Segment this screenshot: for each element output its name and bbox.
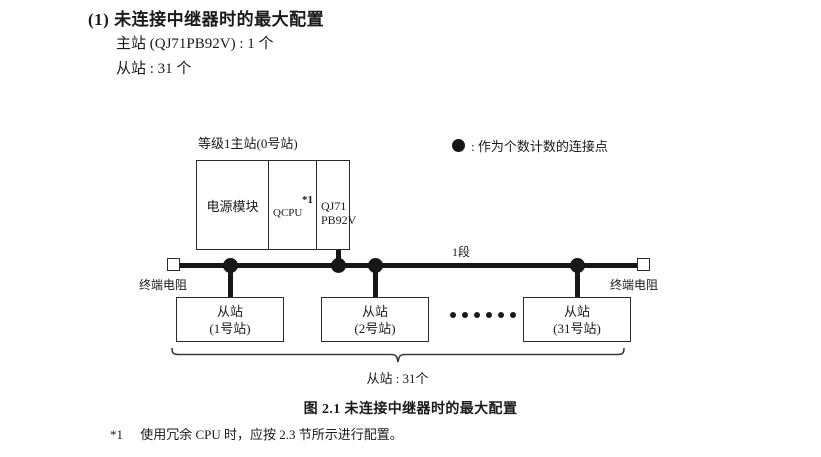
slave-brace-caption: 从站 : 31个 bbox=[366, 371, 429, 386]
terminal-resistor-right-label: 终端电阻 bbox=[610, 278, 659, 292]
footnote-marker: *1 bbox=[110, 427, 123, 442]
rack-cell-network-module: QJ71 PB92V bbox=[317, 161, 356, 249]
filled-circle-icon bbox=[452, 139, 465, 152]
master-rack: 电源模块 QCPU *1 QJ71 PB92V bbox=[196, 160, 356, 250]
slave-ellipsis-icon bbox=[450, 312, 516, 318]
slave-1-station: (1号站) bbox=[209, 320, 251, 336]
terminal-resistor-right-icon bbox=[637, 258, 650, 271]
slave-station-box-31: 从站 (31号站) bbox=[523, 297, 631, 342]
cpu-label: QCPU bbox=[273, 207, 303, 219]
power-module-label: 电源模块 bbox=[206, 198, 259, 214]
drop-line-slave-2 bbox=[373, 265, 378, 298]
drop-line-slave-31 bbox=[575, 265, 580, 298]
rack-cell-power-module: 电源模块 bbox=[197, 161, 269, 249]
network-module-label-line1: QJ71 bbox=[321, 199, 347, 213]
connection-point-dot-slave-1 bbox=[223, 258, 238, 273]
rack-cell-cpu: QCPU *1 bbox=[269, 161, 317, 249]
slave-2-name: 从站 bbox=[361, 303, 388, 319]
spec-master-count: 主站 (QJ71PB92V) : 1 个 bbox=[116, 36, 274, 52]
page-title: (1) 未连接中继器时的最大配置 bbox=[88, 8, 728, 32]
slave-station-box-2: 从站 (2号站) bbox=[321, 297, 429, 342]
legend: : 作为个数计数的连接点 bbox=[452, 136, 608, 155]
slave-31-station: (31号站) bbox=[553, 320, 601, 336]
drop-line-slave-1 bbox=[228, 265, 233, 298]
legend-text: : 作为个数计数的连接点 bbox=[471, 139, 608, 154]
slave-group-brace bbox=[171, 348, 625, 363]
cpu-footnote-marker: *1 bbox=[302, 194, 313, 206]
figure-caption: 图 2.1 未连接中继器时的最大配置 bbox=[303, 402, 518, 417]
slave-2-station: (2号站) bbox=[354, 320, 396, 336]
connection-point-dot-slave-31 bbox=[570, 258, 585, 273]
terminal-resistor-left-icon bbox=[167, 258, 180, 271]
footnote-text: 使用冗余 CPU 时，应按 2.3 节所示进行配置。 bbox=[140, 427, 403, 442]
slave-1-name: 从站 bbox=[216, 303, 243, 319]
spec-slave-count: 从站 : 31 个 bbox=[116, 61, 192, 77]
heading-block: (1) 未连接中继器时的最大配置 主站 (QJ71PB92V) : 1 个 从站… bbox=[88, 8, 728, 82]
connection-point-dot-master bbox=[331, 258, 346, 273]
section-number: (1) bbox=[88, 10, 110, 29]
slave-station-box-1: 从站 (1号站) bbox=[176, 297, 284, 342]
section-title: 未连接中继器时的最大配置 bbox=[114, 10, 325, 29]
bus-trunk-line bbox=[176, 263, 638, 268]
terminal-resistor-left-label: 终端电阻 bbox=[139, 278, 188, 292]
network-module-label-line2: PB92V bbox=[321, 213, 357, 227]
slave-31-name: 从站 bbox=[563, 303, 590, 319]
footnote: *1 使用冗余 CPU 时，应按 2.3 节所示进行配置。 bbox=[110, 424, 403, 443]
segment-label: 1段 bbox=[452, 245, 471, 259]
drop-line-master bbox=[336, 250, 341, 265]
connection-point-dot-slave-2 bbox=[368, 258, 383, 273]
master-station-label: 等级1主站(0号站) bbox=[198, 136, 298, 151]
